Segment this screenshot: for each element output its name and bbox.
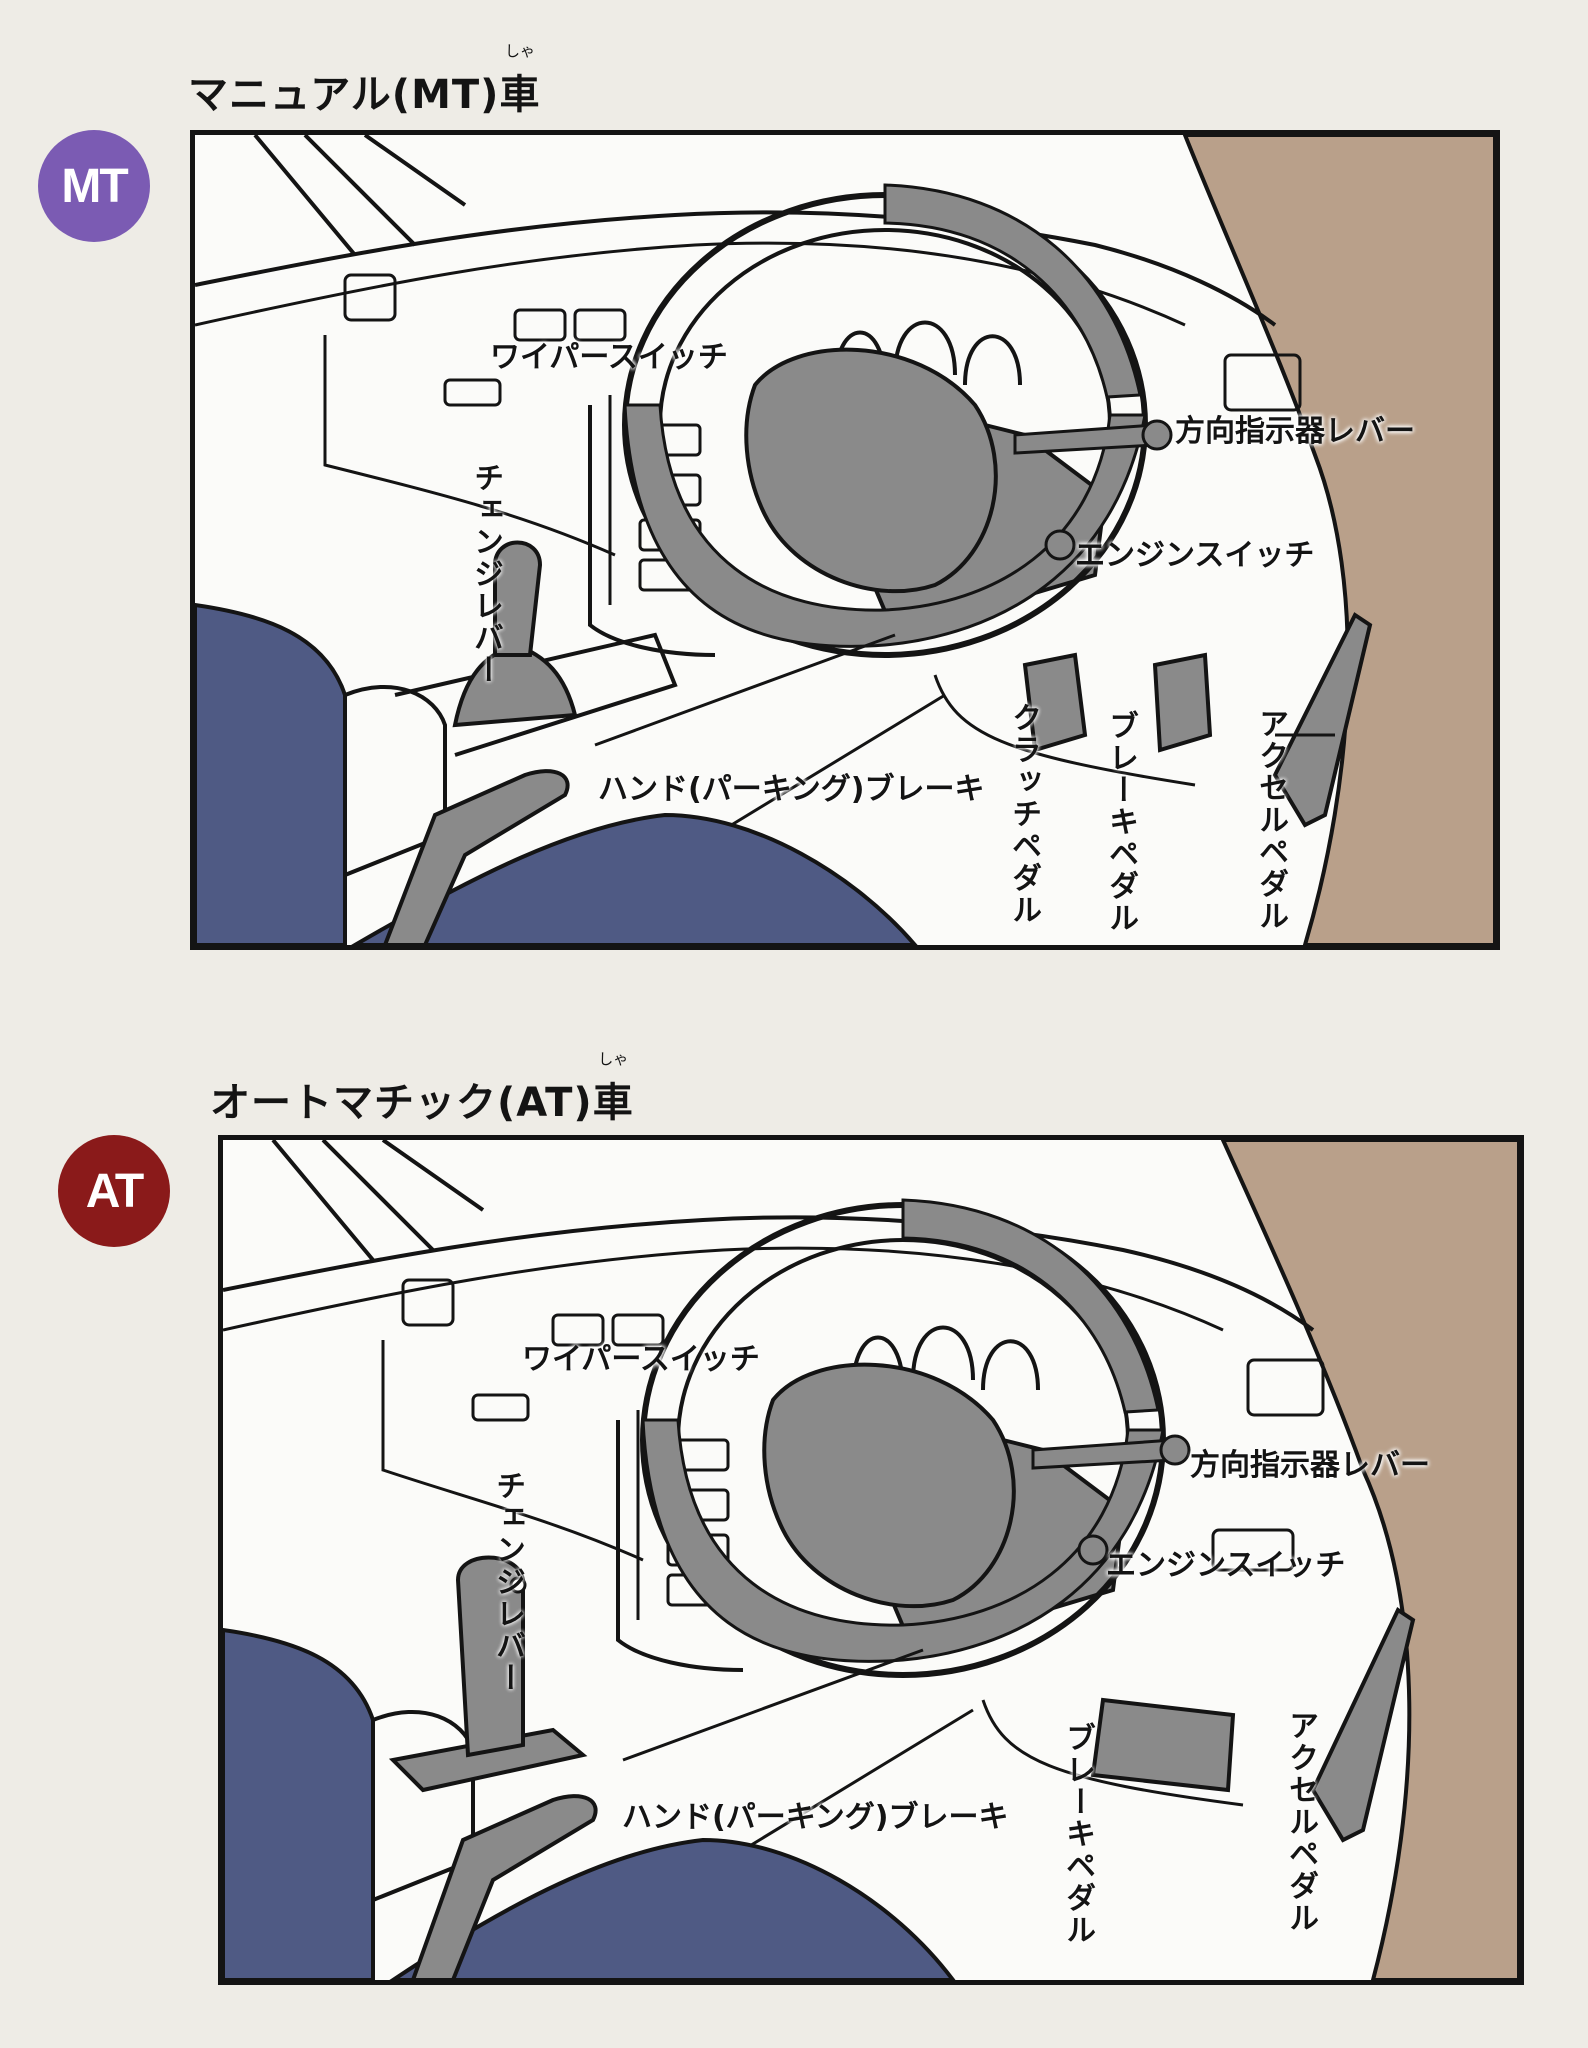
at-section-title: オートマチック(AT)車 しゃ xyxy=(210,1050,634,1128)
mt-car-interior-illustration xyxy=(195,135,1495,945)
at-title-kanji: 車 xyxy=(592,1080,634,1126)
at-badge-text: AT xyxy=(85,1164,144,1218)
at-title-text: オートマチック(AT) xyxy=(210,1080,593,1126)
mt-title-ruby: しゃ xyxy=(504,42,535,60)
mt-illustration-panel xyxy=(190,130,1500,950)
mt-label-accel-pedal: アクセルペダル xyxy=(1253,708,1288,932)
at-label-turn-signal-lever: 方向指示器レバー xyxy=(1190,1448,1430,1483)
at-label-engine-switch: エンジンスイッチ xyxy=(1106,1548,1346,1583)
at-badge: AT xyxy=(58,1135,170,1247)
mt-badge-text: MT xyxy=(61,159,128,213)
at-label-wiper-switch: ワイパースイッチ xyxy=(522,1342,760,1377)
mt-title-text: マニュアル(MT) xyxy=(188,72,500,118)
mt-label-hand-brake: ハンド(パーキング)ブレーキ xyxy=(598,772,985,807)
at-label-brake-pedal: ブレーキペダル xyxy=(1060,1722,1095,1946)
mt-label-turn-signal-lever: 方向指示器レバー xyxy=(1175,414,1415,449)
at-label-accel-pedal: アクセルペダル xyxy=(1283,1710,1318,1934)
mt-title-kanji: 車 xyxy=(499,72,541,118)
at-title-ruby: しゃ xyxy=(598,1050,629,1068)
mt-badge: MT xyxy=(38,130,150,242)
at-label-hand-brake: ハンド(パーキング)ブレーキ xyxy=(622,1800,1009,1835)
mt-label-wiper-switch: ワイパースイッチ xyxy=(490,340,728,375)
mt-label-change-lever: チェンジレバー xyxy=(468,462,503,686)
at-label-change-lever: チェンジレバー xyxy=(490,1470,525,1694)
mt-label-brake-pedal: ブレーキペダル xyxy=(1103,710,1138,934)
at-car-interior-illustration xyxy=(223,1140,1519,1980)
mt-section-title: マニュアル(MT)車 しゃ xyxy=(188,42,541,120)
mt-label-clutch-pedal: クラッチペダル xyxy=(1006,702,1041,926)
mt-label-engine-switch: エンジンスイッチ xyxy=(1075,538,1315,573)
at-illustration-panel xyxy=(218,1135,1524,1985)
